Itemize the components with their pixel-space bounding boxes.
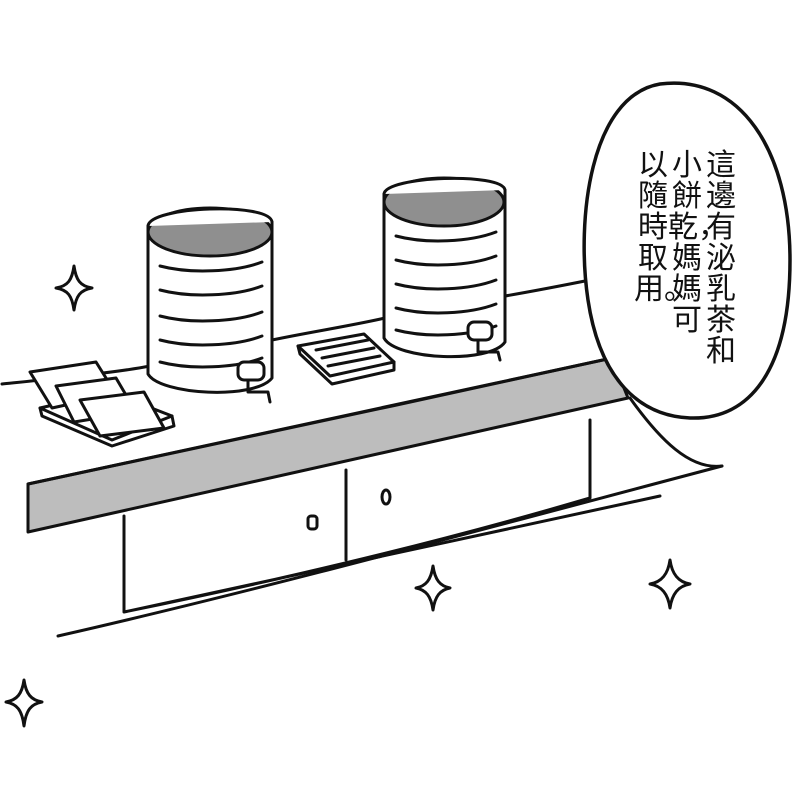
sparkle-icon <box>414 564 452 612</box>
sparkle-icon <box>54 264 94 312</box>
drawer-handle-left <box>306 514 319 531</box>
cookie-tray <box>296 332 396 386</box>
speech-bubble-line-1: 這邊有泌乳茶和 <box>706 148 736 369</box>
tea-packet-tray <box>28 360 176 448</box>
sparkle-icon <box>4 678 44 728</box>
sparkle-icon <box>648 558 692 610</box>
speech-bubble <box>582 81 792 420</box>
cabinet-right-edge <box>628 396 724 468</box>
milk-tea-dispenser-right <box>382 176 507 362</box>
cabinet-baseline <box>56 464 724 638</box>
counter-top-edge <box>26 356 614 486</box>
cabinet-body <box>122 418 662 614</box>
milk-tea-dispenser-left <box>146 206 274 404</box>
speech-bubble-line-2: 小餅乾，媽媽可 <box>668 148 728 338</box>
speech-bubble-line-3: 以隨時取用。 <box>634 148 694 307</box>
drawer-handle-right <box>380 488 392 506</box>
